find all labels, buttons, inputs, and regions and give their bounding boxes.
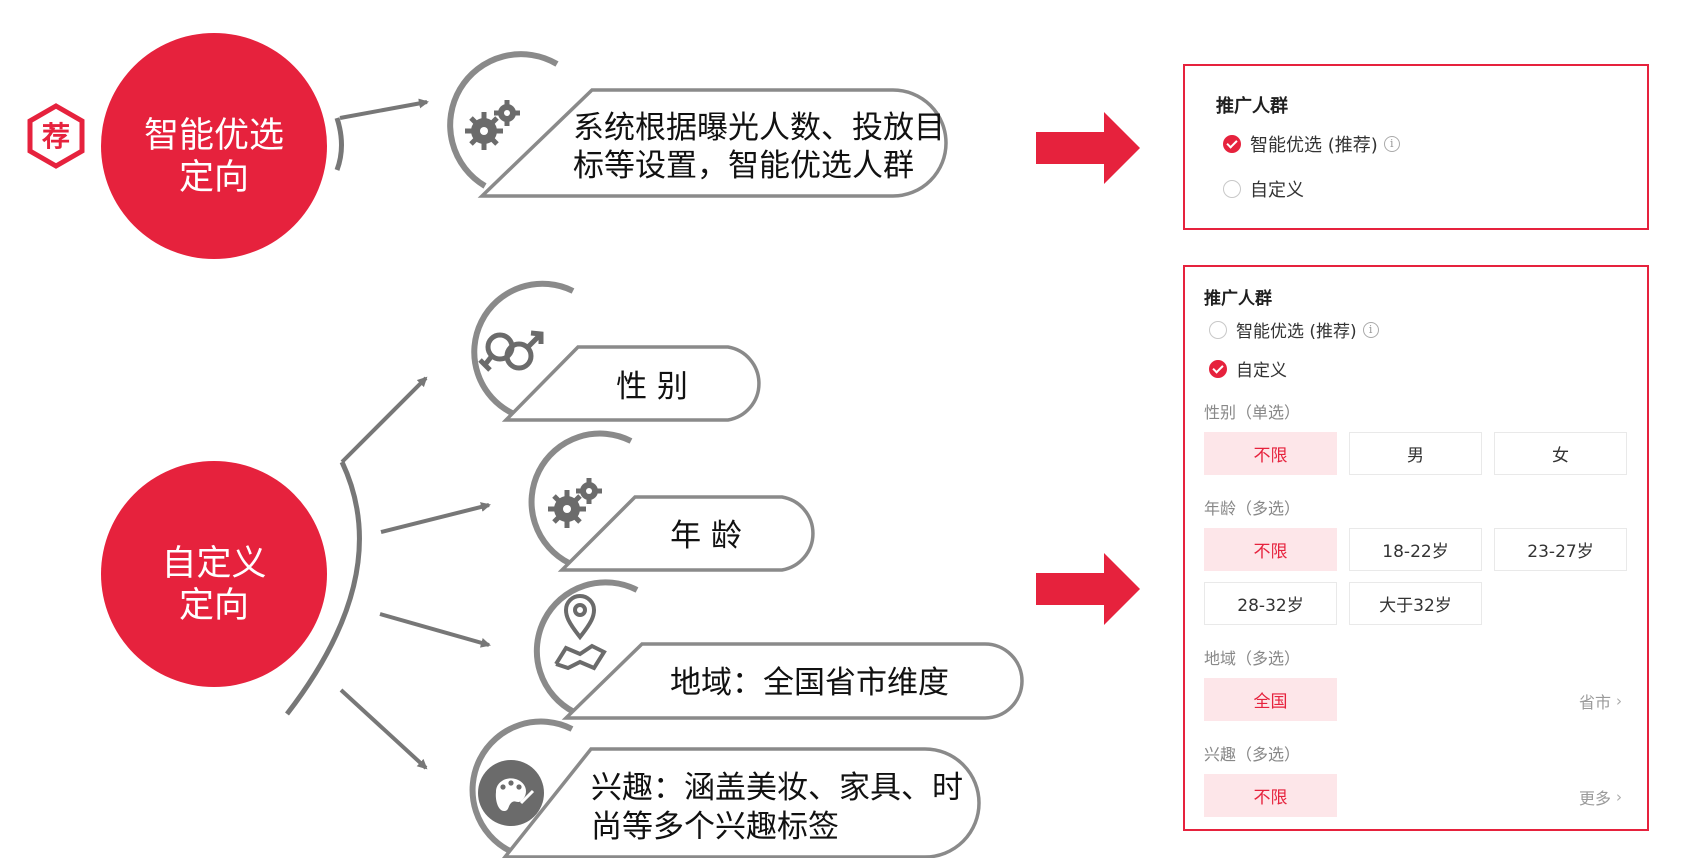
red-arrow-top	[1036, 112, 1140, 184]
smart-targeting-node: 智能优选 定向	[101, 33, 327, 259]
panel-title: 推广人群	[1204, 289, 1272, 309]
radio-checked-icon[interactable]	[1223, 135, 1241, 153]
smart-bubble: 系统根据曝光人数、投放目 标等设置，智能优选人群	[447, 51, 948, 198]
chip-region-national[interactable]: 全国	[1204, 678, 1337, 721]
gender-bubble: 性 别	[471, 280, 761, 422]
option-smart[interactable]: 智能优选 (推荐) i	[1209, 317, 1379, 342]
chip-age-23-27[interactable]: 23-27岁	[1494, 528, 1627, 571]
custom-targeting-node: 自定义 定向	[101, 461, 327, 687]
option-label: 自定义	[1236, 361, 1287, 381]
smart-arrow	[339, 98, 429, 120]
radio-checked-icon[interactable]	[1209, 359, 1227, 378]
more-link-label: 省市	[1579, 693, 1612, 712]
chevron-right-icon: ›	[1616, 788, 1623, 806]
interest-bubble: 兴趣：涵盖美妆、家具、时 尚等多个兴趣标签	[469, 718, 981, 858]
option-custom[interactable]: 自定义	[1209, 356, 1287, 381]
radio-unchecked-icon[interactable]	[1209, 320, 1227, 339]
option-label: 智能优选 (推荐)	[1236, 322, 1357, 342]
chip-age-18-22[interactable]: 18-22岁	[1349, 528, 1482, 571]
custom-node-line2: 定向	[179, 586, 249, 626]
custom-node-line1: 自定义	[161, 544, 266, 584]
smart-node-line1: 智能优选	[144, 116, 284, 156]
panel-title: 推广人群	[1216, 96, 1288, 117]
more-link-label: 更多	[1579, 789, 1612, 808]
option-custom[interactable]: 自定义	[1223, 176, 1304, 202]
arrow-gender	[340, 376, 428, 464]
arrow-interest	[339, 688, 428, 770]
smart-connector-bracket	[334, 117, 344, 171]
interest-bubble-line1: 兴趣：涵盖美妆、家具、时	[591, 770, 963, 806]
interest-bubble-line2: 尚等多个兴趣标签	[591, 809, 839, 845]
gears-icon	[548, 478, 602, 528]
interest-section-label: 兴趣（多选）	[1204, 745, 1301, 764]
arrow-age	[380, 502, 491, 534]
recommend-badge: 荐	[27, 103, 85, 169]
palette-icon	[478, 760, 544, 826]
age-bubble-text: 年 龄	[670, 518, 742, 554]
region-bubble: 地域：全国省市维度	[533, 579, 1024, 720]
audience-panel-smart: 推广人群 智能优选 (推荐) i 自定义	[1183, 64, 1649, 230]
gender-bubble-text: 性 别	[616, 369, 688, 405]
audience-panel-custom: 推广人群 智能优选 (推荐) i 自定义 性别（单选） 不限 男 女 年龄（多选…	[1183, 265, 1649, 831]
red-arrow-bottom	[1036, 553, 1140, 625]
chip-age-any[interactable]: 不限	[1204, 528, 1337, 571]
info-icon[interactable]: i	[1383, 136, 1400, 152]
region-more-link[interactable]: 省市 ›	[1579, 689, 1622, 713]
chevron-right-icon: ›	[1616, 692, 1623, 710]
age-section-label: 年龄（多选）	[1204, 499, 1301, 518]
chip-age-over-32[interactable]: 大于32岁	[1349, 582, 1482, 625]
radio-unchecked-icon[interactable]	[1223, 180, 1241, 198]
chip-gender-female[interactable]: 女	[1494, 432, 1627, 475]
chip-gender-male[interactable]: 男	[1349, 432, 1482, 475]
option-smart[interactable]: 智能优选 (推荐) i	[1223, 131, 1400, 157]
gender-icon	[478, 330, 544, 372]
region-bubble-text: 地域：全国省市维度	[670, 665, 949, 701]
age-bubble: 年 龄	[528, 430, 815, 572]
option-label: 智能优选 (推荐)	[1250, 135, 1378, 156]
arrow-region	[379, 612, 491, 648]
smart-bubble-line2: 标等设置，智能优选人群	[573, 148, 914, 184]
recommend-badge-text: 荐	[42, 120, 70, 153]
smart-bubble-line1: 系统根据曝光人数、投放目	[573, 110, 945, 146]
gears-icon	[465, 100, 520, 150]
info-icon[interactable]: i	[1362, 321, 1379, 338]
smart-node-line2: 定向	[179, 158, 249, 198]
chip-age-28-32[interactable]: 28-32岁	[1204, 582, 1337, 625]
gender-section-label: 性别（单选）	[1204, 403, 1301, 422]
map-pin-icon	[554, 594, 607, 671]
interest-more-link[interactable]: 更多 ›	[1579, 785, 1622, 809]
chip-gender-any[interactable]: 不限	[1204, 432, 1337, 475]
chip-interest-any[interactable]: 不限	[1204, 774, 1337, 817]
option-label: 自定义	[1250, 180, 1304, 201]
region-section-label: 地域（多选）	[1204, 649, 1301, 668]
custom-connector-bracket	[285, 460, 362, 716]
